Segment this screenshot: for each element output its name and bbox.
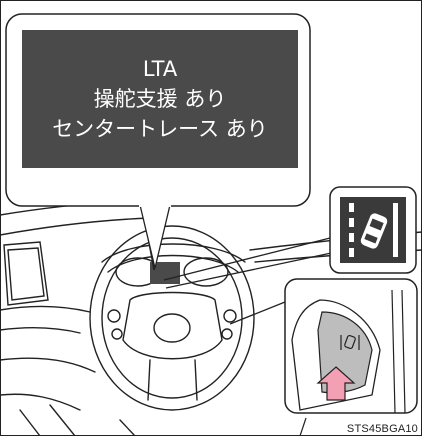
leader-lines bbox=[141, 205, 337, 325]
lta-switch-icon[interactable] bbox=[340, 334, 360, 350]
callout-box bbox=[5, 13, 311, 269]
callout-line-2: 操舵支援 あり bbox=[93, 87, 227, 111]
lane-tracing-assist-icon bbox=[329, 186, 417, 274]
callout-text: LTA 操舵支援 あり センタートレース あり bbox=[22, 30, 298, 168]
callout-line-3: センタートレース あり bbox=[52, 117, 268, 141]
callout-line-1: LTA bbox=[142, 57, 178, 81]
lta-switch-panel bbox=[284, 278, 418, 414]
figure-code: STS45BGA10 bbox=[346, 423, 418, 435]
press-arrow-icon bbox=[316, 366, 356, 401]
